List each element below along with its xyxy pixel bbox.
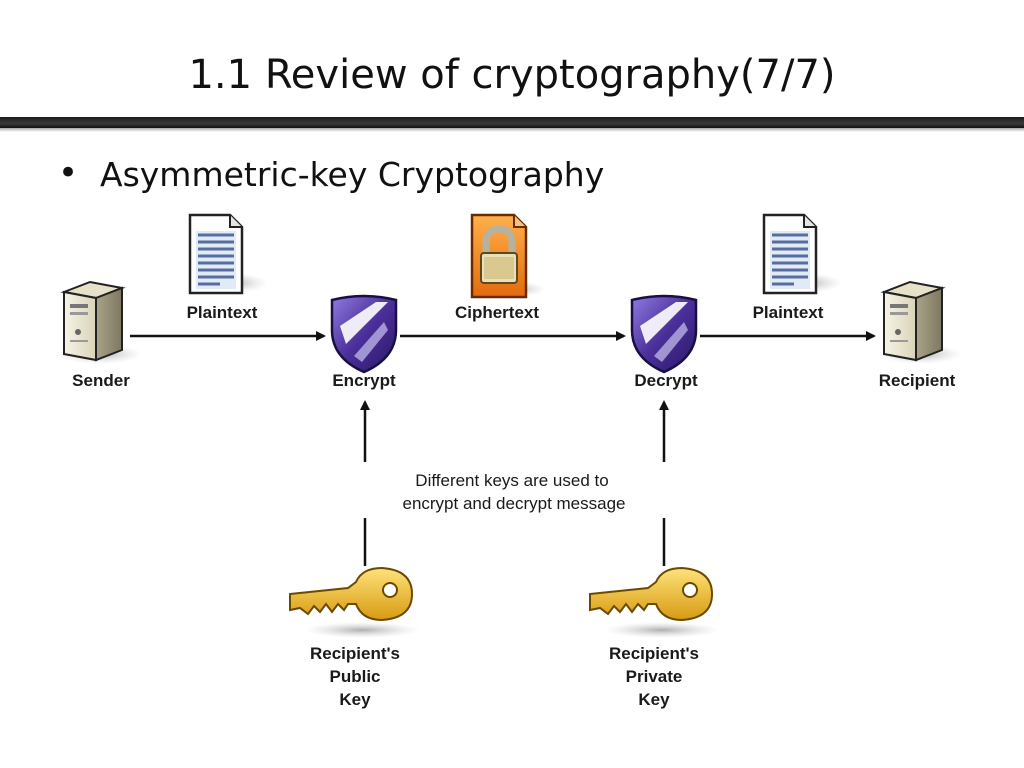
slide-title: 1.1 Review of cryptography(7/7) (188, 52, 836, 98)
edge-label-ciphertext: Ciphertext (455, 303, 539, 322)
public-key-label-line-3: Key (339, 690, 371, 709)
node-label-decrypt: Decrypt (634, 371, 698, 390)
bullet-text: Asymmetric-key Cryptography (100, 155, 605, 194)
public-key-label-line-2: Public (329, 667, 380, 686)
encrypt-shield-icon (330, 294, 398, 374)
note-background (356, 462, 672, 518)
node-label-sender: Sender (72, 371, 130, 390)
plaintext-document-icon (188, 213, 270, 295)
plaintext-output-document-icon (762, 213, 844, 295)
private-key-label-line-2: Private (626, 667, 683, 686)
bullet-dot: • (58, 153, 79, 193)
node-label-encrypt: Encrypt (332, 371, 396, 390)
note-line-2: encrypt and decrypt message (402, 494, 625, 513)
public-key-icon (289, 567, 421, 639)
public-key-label-line-1: Recipient's (310, 644, 400, 663)
ciphertext-lock-icon (470, 213, 546, 299)
node-label-recipient: Recipient (879, 371, 956, 390)
title-divider (0, 117, 1024, 128)
edge-label-plaintext-in: Plaintext (187, 303, 258, 322)
decrypt-shield-icon (630, 294, 698, 374)
sender-computer-icon (57, 281, 143, 365)
private-key-label-line-3: Key (638, 690, 670, 709)
title-divider-shadow (0, 128, 1024, 132)
private-key-icon (589, 567, 721, 639)
private-key-label-line-1: Recipient's (609, 644, 699, 663)
recipient-computer-icon (877, 281, 963, 365)
note-line-1: Different keys are used to (415, 471, 608, 490)
edge-label-plaintext-out: Plaintext (753, 303, 824, 322)
